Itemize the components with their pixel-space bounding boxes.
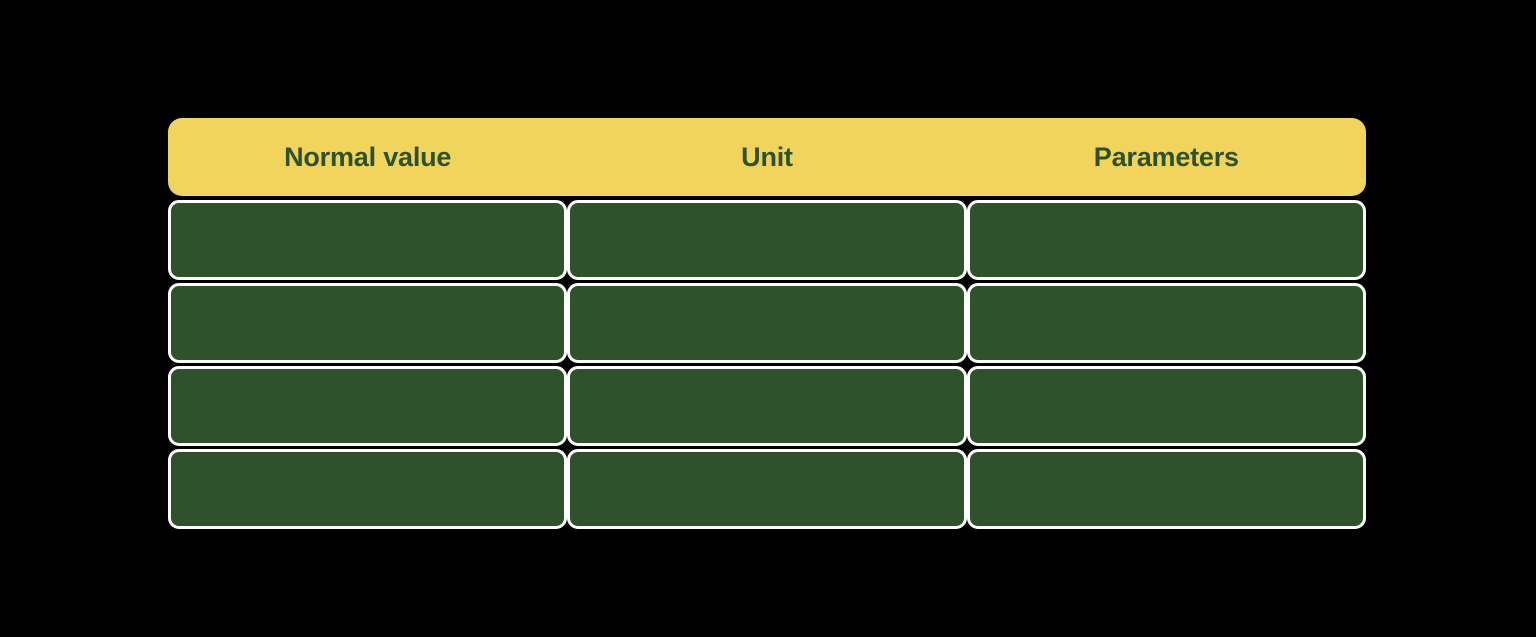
table-cell[interactable] [567, 449, 967, 529]
table-cell[interactable] [966, 200, 1366, 280]
column-header-parameters[interactable]: Parameters [967, 118, 1366, 196]
column-header-unit[interactable]: Unit [567, 118, 966, 196]
column-header-label: Parameters [1093, 141, 1239, 172]
table-cell[interactable] [168, 200, 568, 280]
table-cell[interactable] [567, 366, 967, 446]
table-cell[interactable] [168, 449, 568, 529]
table-row [168, 366, 1366, 446]
table-cell[interactable] [567, 200, 967, 280]
table-cell[interactable] [966, 449, 1366, 529]
table-row [168, 200, 1366, 280]
data-table: Normal value Unit Parameters [168, 118, 1366, 529]
column-header-label: Unit [741, 141, 793, 172]
table-body [168, 196, 1366, 529]
table-cell[interactable] [168, 283, 568, 363]
table-header-row: Normal value Unit Parameters [168, 118, 1366, 196]
column-header-label: Normal value [284, 141, 452, 172]
column-header-normal-value[interactable]: Normal value [168, 118, 567, 196]
table-row [168, 283, 1366, 363]
table-cell[interactable] [168, 366, 568, 446]
table-cell[interactable] [966, 366, 1366, 446]
table-cell[interactable] [966, 283, 1366, 363]
table-cell[interactable] [567, 283, 967, 363]
table-row [168, 449, 1366, 529]
